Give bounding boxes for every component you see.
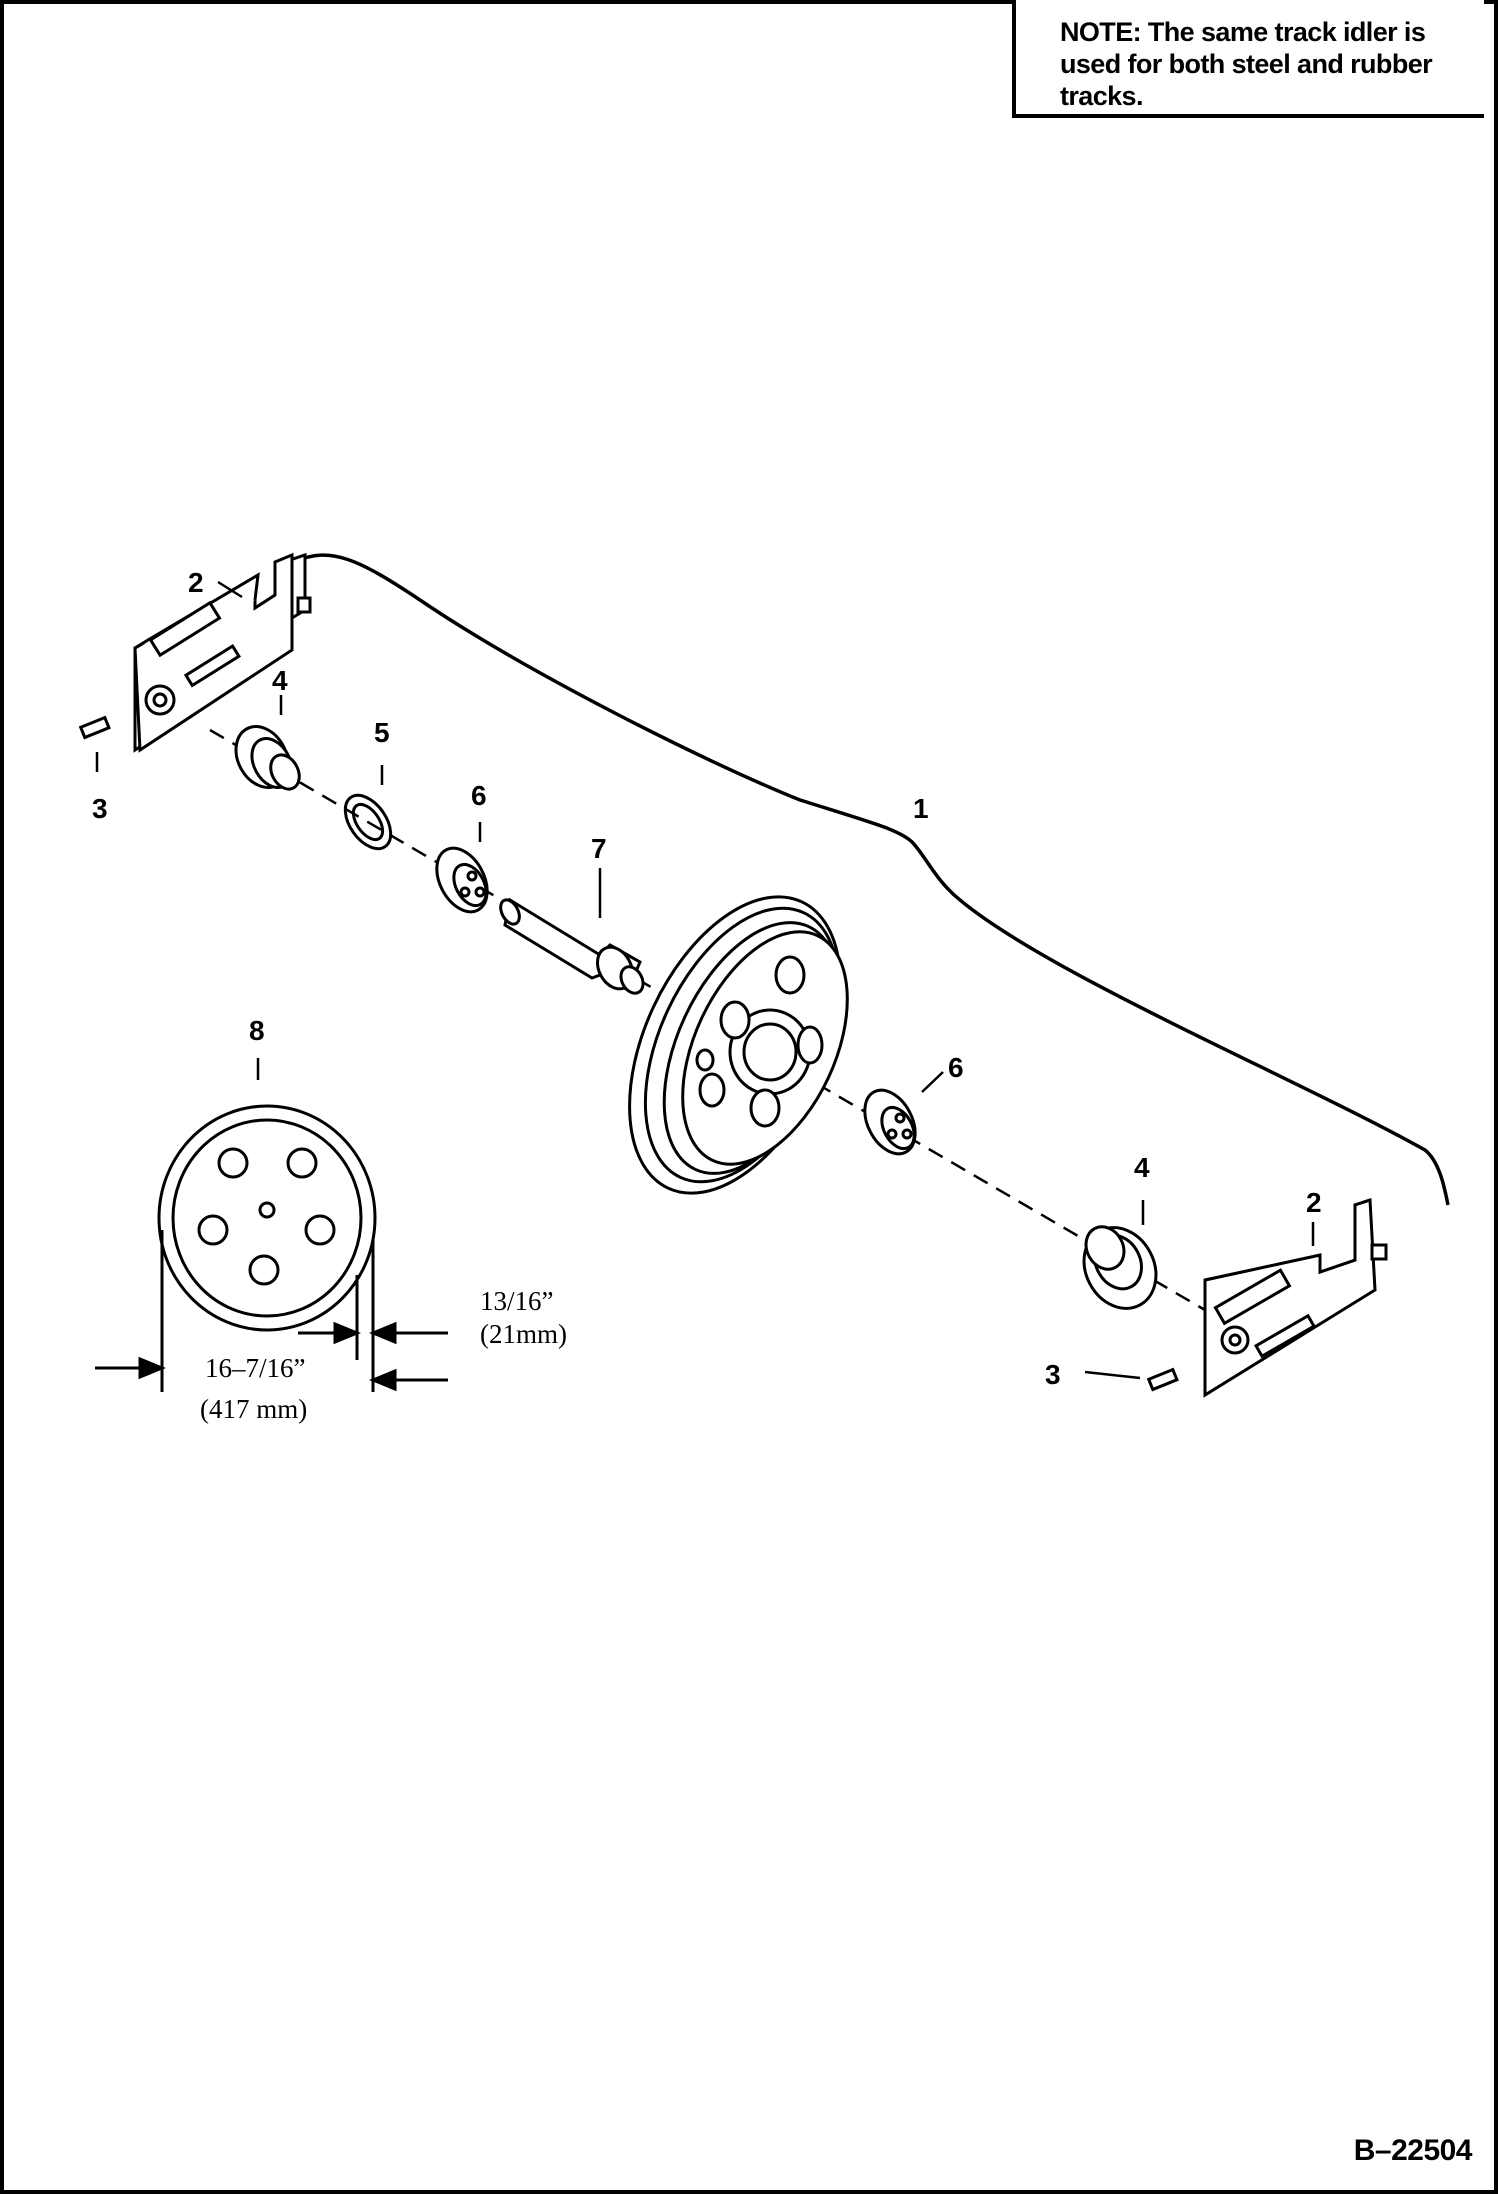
- callout-2-right: 2: [1306, 1187, 1322, 1218]
- leader-lines: [95, 580, 1315, 1380]
- note-box: NOTE: The same track idler is used for b…: [1012, 0, 1484, 118]
- mounting-bracket-right: [1203, 1197, 1388, 1398]
- bearing-left: [435, 846, 489, 914]
- dimension-lines: [95, 1230, 448, 1392]
- idler-wheel: [628, 895, 849, 1195]
- note-prefix: NOTE:: [1060, 17, 1142, 47]
- callout-6-right: 6: [948, 1052, 964, 1083]
- callout-7: 7: [591, 833, 607, 864]
- snap-ring: [343, 793, 393, 851]
- hub-right: [1082, 1225, 1158, 1310]
- pin-left: [78, 715, 111, 740]
- bearing-right: [863, 1088, 917, 1156]
- pin-right: [1146, 1367, 1179, 1392]
- hub-left: [234, 725, 301, 791]
- dimension-width-mm: (21mm): [480, 1319, 567, 1349]
- figure-id: B–22504: [1353, 2134, 1473, 2167]
- mounting-bracket-left: [133, 552, 312, 753]
- idler-wheel-front-view: [157, 1104, 377, 1332]
- dimension-diameter-mm: (417 mm): [200, 1394, 307, 1424]
- callout-2-left: 2: [188, 567, 204, 598]
- dimension-width-in: 13/16”: [480, 1286, 554, 1316]
- callout-8: 8: [249, 1015, 265, 1046]
- callout-4-right: 4: [1134, 1152, 1150, 1183]
- callout-4-left: 4: [272, 665, 288, 696]
- assembly-bracket: [294, 553, 1450, 1206]
- note-text: The same track idler is used for both st…: [1060, 17, 1433, 111]
- callout-3-right: 3: [1045, 1359, 1061, 1390]
- callout-6-left: 6: [471, 780, 487, 811]
- callout-5: 5: [374, 717, 390, 748]
- callout-1: 1: [913, 793, 929, 824]
- callout-3-left: 3: [92, 793, 108, 824]
- dimension-diameter-in: 16–7/16”: [205, 1353, 306, 1383]
- shaft: [499, 897, 645, 995]
